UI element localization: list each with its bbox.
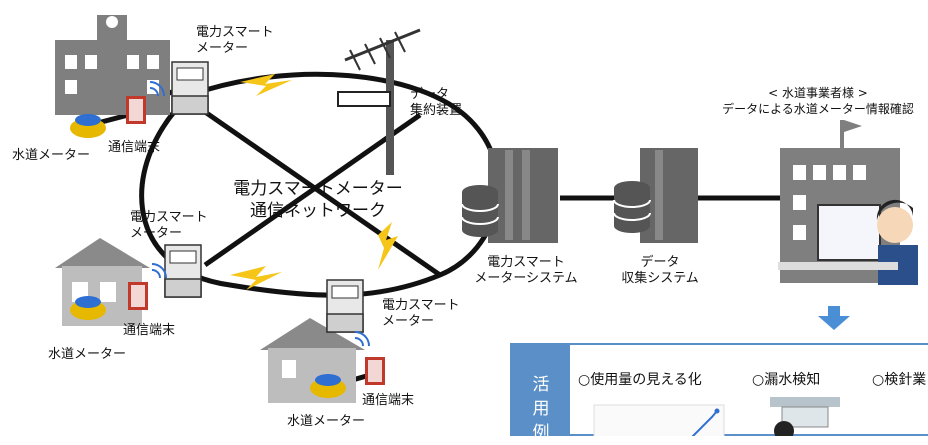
smart-meter-icon-left [164, 244, 202, 298]
terminal-icon-2 [128, 282, 148, 310]
water-meter-label-1: 水道メーター [12, 148, 91, 163]
network-label: 電力スマートメーター 通信ネットワーク [218, 178, 418, 222]
meter-label-left-line2: メーター [130, 226, 183, 241]
operator-office-icon [778, 120, 918, 285]
terminal-icon-1 [126, 96, 146, 124]
usage-item-leak-detection: ○漏水検知 [752, 372, 821, 388]
network-label-line2: 通信ネットワーク [250, 201, 386, 221]
water-meter-label-2: 水道メーター [48, 347, 127, 362]
usage-panel-side-char-1: 活 [532, 375, 550, 395]
water-meter-label-3: 水道メーター [287, 414, 366, 429]
network-label-line1: 電力スマートメーター [233, 179, 403, 199]
meter-label-bottom-line1: 電力スマート [382, 298, 460, 313]
server-icon-system [461, 148, 558, 243]
system-label-line2: メーターシステム [474, 271, 578, 286]
smart-meter-icon-bottom [326, 279, 364, 333]
network-cross-2 [203, 112, 422, 268]
usage-panel-side-char-2: 用 [532, 399, 550, 419]
aggregator-label: データ 集約装置 [410, 87, 462, 119]
meter-label-left-line1: 電力スマート [130, 210, 208, 225]
terminal-label-1: 通信端末 [108, 140, 161, 155]
usage-panel-side: 活 用 例 [512, 345, 570, 443]
operator-label: < 水道事業者様 > データによる水道メーター情報確認 [710, 85, 926, 117]
meter-label-bottom-line2: メーター [382, 314, 435, 329]
usage-item-meter-reading: ○検針業 [872, 372, 927, 388]
mini-chart-icon [593, 404, 725, 436]
water-meter-icon-3 [310, 374, 346, 398]
meter-label-top-line2: メーター [196, 41, 249, 56]
meter-label-top: 電力スマート メーター [196, 25, 274, 57]
collection-label-line1: データ [640, 255, 680, 270]
lightning-icons [230, 74, 398, 290]
meter-label-left: 電力スマート メーター [130, 210, 208, 242]
diagram-canvas [55, 15, 918, 403]
aggregator-label-line2: 集約装置 [410, 103, 463, 118]
system-label: 電力スマート メーターシステム [466, 255, 586, 287]
collection-label: データ 収集システム [605, 255, 715, 287]
terminal-icon-3 [365, 357, 385, 385]
operator-label-line1: < 水道事業者様 > [768, 86, 868, 100]
network-cross-1 [193, 102, 442, 278]
terminal-label-3: 通信端末 [362, 393, 415, 408]
sink-leak-icon [770, 397, 840, 436]
aggregator-label-line1: データ [410, 87, 450, 102]
smart-meter-icon-top [171, 61, 209, 115]
meter-label-top-line1: 電力スマート [196, 25, 274, 40]
wireless-signal-icons [149, 81, 370, 347]
terminal-label-2: 通信端末 [123, 323, 176, 338]
water-meter-icon-1 [70, 114, 106, 138]
server-icon-collection [613, 148, 698, 243]
school-building-icon [55, 15, 170, 115]
operator-label-line2: データによる水道メーター情報確認 [722, 102, 914, 116]
usage-examples-panel: 活 用 例 ○使用量の見える化 ○漏水検知 ○検針業 [510, 343, 928, 443]
meter-label-bottom: 電力スマート メーター [382, 298, 460, 330]
down-arrow-icon [818, 306, 850, 330]
usage-panel-illustrations [593, 397, 840, 436]
collection-label-line2: 収集システム [621, 271, 699, 286]
usage-item-visualization: ○使用量の見える化 [578, 372, 702, 388]
aggregator-antenna-icon [337, 28, 421, 175]
water-meter-icon-2 [70, 296, 106, 320]
system-label-line1: 電力スマート [487, 255, 565, 270]
